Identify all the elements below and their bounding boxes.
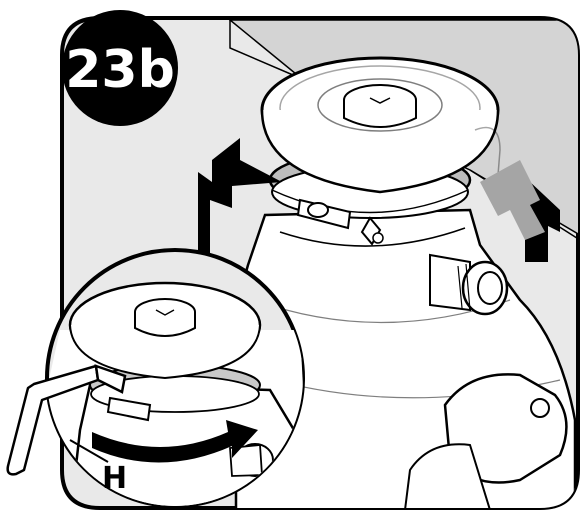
hex-wrench-icon — [6, 364, 127, 476]
sink-flange — [260, 56, 500, 194]
step-number: 23b — [65, 40, 175, 100]
lift-arrow-left-icon — [198, 138, 282, 272]
callout-leader-line — [69, 439, 109, 463]
step-badge: 23b — [62, 10, 178, 126]
discharge-outlet-flange — [403, 373, 568, 508]
rotation-arrow-icon — [92, 420, 258, 463]
dishwasher-inlet-nozzle — [429, 253, 509, 316]
detail-view-circle — [45, 248, 305, 508]
tool-callout-label: H — [102, 461, 127, 496]
lift-arrow-gray-icon — [480, 160, 545, 240]
mounting-lug — [296, 198, 384, 246]
